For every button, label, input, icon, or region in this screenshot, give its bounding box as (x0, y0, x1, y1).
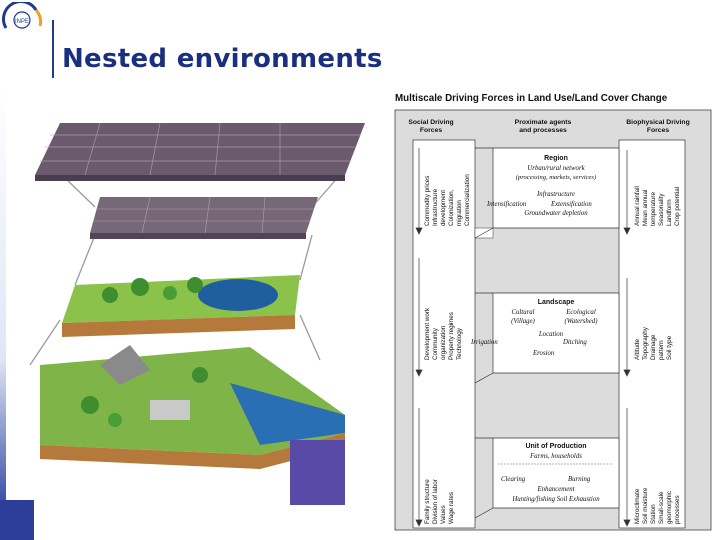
bio-label-temperature: temperature (650, 192, 657, 226)
region-line-network: Urban/rural network (527, 165, 585, 172)
title-accent-bar (52, 20, 54, 78)
social-forces-bar (412, 139, 476, 529)
region-map-layer (35, 122, 365, 181)
region-box: Region Urban/rural network (processing, … (474, 147, 620, 239)
social-label-community: Community (432, 327, 439, 360)
social-label-infrastructure: Infrastructure (432, 188, 439, 226)
corner-decoration (0, 500, 34, 540)
social-label-division-of-labor: Division of labor (432, 479, 439, 524)
social-label-organization: organization (440, 325, 447, 360)
region-extensification: Extensification (550, 201, 592, 208)
production-enhancement: Enhancement (537, 486, 576, 493)
bio-label-landform: Landform (666, 199, 673, 226)
bio-label-small-scale: Small-scale (658, 491, 665, 524)
landscape-erosion: Erosion (532, 350, 555, 357)
region-line-services: (processing, markets, services) (516, 174, 596, 181)
production-burning: Burning (568, 476, 591, 483)
bio-label-seasonality: Seasonality (658, 193, 665, 226)
production-heading: Unit of Production (525, 443, 586, 450)
social-label-technology: Technology (456, 327, 463, 360)
landscape-watershed: (Watershed) (565, 318, 599, 325)
bio-label-annual-rainfall: Annual rainfall (634, 186, 641, 226)
region-heading: Region (544, 155, 568, 162)
social-label-migration: migration (456, 200, 463, 226)
social-label-values: Values (440, 505, 447, 524)
bio-label-processes: processes (674, 495, 681, 524)
biophysical-header-line-2: Forces (647, 127, 670, 134)
bio-label-soil-moisture: Soil moisture (642, 487, 649, 524)
logo-text: INPE (15, 19, 29, 25)
production-box: Unit of Production Farms, households Cle… (492, 437, 620, 509)
bio-label-mean-annual: Mean annual (642, 190, 649, 226)
region-line-groundwater: Groundwater depletion (524, 210, 588, 217)
landscape-ditching: Ditching (562, 339, 587, 346)
biophysical-header-line-1: Biophysical Driving (626, 119, 689, 126)
social-label-commodity: Commodity prices (424, 176, 431, 226)
biophysical-forces-bar (618, 139, 686, 529)
production-farms: Farms, households (529, 453, 582, 460)
landscape-village: (Village) (511, 318, 535, 325)
bio-label-station: Station (650, 504, 657, 524)
water-block (290, 440, 345, 505)
left-gradient-strip (0, 86, 6, 540)
production-bottom-line: Hunting/fishing Soil Exhaustion (511, 496, 600, 503)
social-label-development: development (440, 190, 447, 226)
nested-layers-illustration (29, 122, 365, 505)
diagram-title: Multiscale Driving Forces in Land Use/La… (395, 93, 668, 104)
proximate-header-line-2: and processes (519, 127, 567, 134)
social-label-family-structure: Family structure (424, 479, 431, 524)
bio-label-topography: Topography (642, 326, 649, 360)
bio-label-crop-potential: Crop potential (674, 187, 681, 226)
bio-label-soil-type: Soil type (666, 335, 673, 360)
region-line-infrastructure: Infrastructure (536, 191, 575, 198)
bio-label-pattern: pattern (658, 340, 665, 360)
bio-label-geomorphic: geomorphic (666, 491, 673, 524)
social-label-wage-rates: Wage rates (448, 492, 455, 524)
landscape-cultural: Cultural (511, 309, 534, 316)
social-label-property-regimes: Property regimes (448, 312, 455, 360)
region-intensification: Intensification (486, 201, 527, 208)
social-header-line-2: Forces (420, 127, 443, 134)
landscape-irrigation: Irrigation (470, 339, 498, 346)
social-header-line-1: Social Driving (408, 119, 453, 126)
production-clearing: Clearing (501, 476, 526, 483)
bio-label-drainage: Drainage (650, 334, 657, 360)
landscape-heading: Landscape (538, 299, 575, 306)
bio-label-microclimate: Microclimate (634, 488, 641, 524)
inpe-logo: INPE (2, 2, 43, 29)
terrain-layer (62, 275, 300, 337)
landscape-map-layer (90, 196, 318, 239)
landscape-ecological: Ecological (565, 309, 596, 316)
social-label-development-work: Development work (424, 307, 431, 360)
social-label-commercialization: Commercialization (464, 174, 471, 226)
bio-label-altitude: Altitude (634, 338, 641, 360)
landscape-location: Location (538, 331, 564, 338)
proximate-header-line-1: Proximate agents (515, 119, 572, 126)
production-unit-layer (40, 345, 345, 469)
social-label-colonization: Colonization, (448, 189, 455, 226)
slide-title: Nested environments (62, 44, 383, 74)
landscape-box: Landscape Cultural Ecological (Village) … (470, 292, 620, 374)
driving-forces-diagram: Multiscale Driving Forces in Land Use/La… (383, 88, 716, 533)
